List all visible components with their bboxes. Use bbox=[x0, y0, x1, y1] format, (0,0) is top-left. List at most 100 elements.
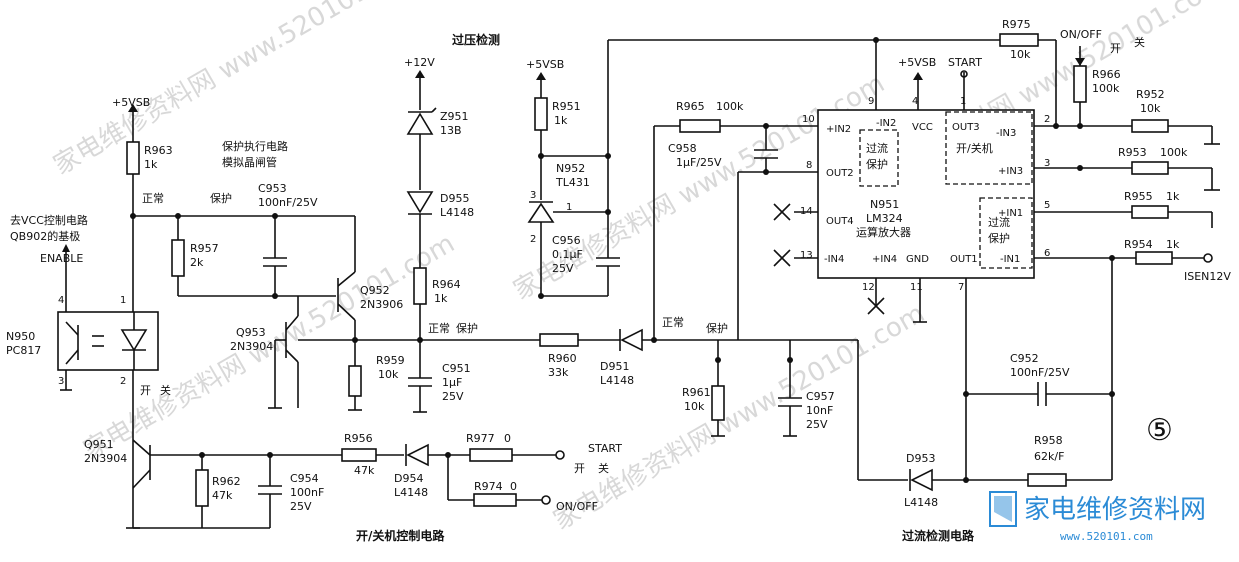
state-label: 保护 bbox=[456, 321, 478, 335]
component-value: 100nF/25V bbox=[258, 196, 318, 209]
component-name: D954 bbox=[394, 472, 423, 485]
state-label: 开 bbox=[574, 462, 585, 475]
component-name: R957 bbox=[190, 242, 219, 255]
figure-number: ⑤ bbox=[1146, 413, 1173, 448]
ic-pin-label: VCC bbox=[912, 122, 933, 133]
component-name: C954 bbox=[290, 472, 319, 485]
ic-pin-number: 8 bbox=[806, 160, 812, 171]
ic-pin-number: 1 bbox=[960, 96, 966, 107]
component-name: Z951 bbox=[440, 110, 469, 123]
component-name: R953 bbox=[1118, 146, 1147, 159]
pin-label: 1 bbox=[120, 295, 126, 306]
power-label: +12V bbox=[404, 56, 435, 69]
component-value: 100nF bbox=[290, 486, 324, 499]
component-name: R965 bbox=[676, 100, 705, 113]
component-value: L4148 bbox=[440, 206, 474, 219]
component-value: 100k bbox=[1160, 146, 1188, 159]
component-value: 100k bbox=[716, 100, 744, 113]
component-name: R977 bbox=[466, 432, 495, 445]
ic-pin-label: OUT3 bbox=[952, 122, 980, 133]
component-value: 0.1μF bbox=[552, 248, 583, 261]
ic-pin-number: 12 bbox=[862, 282, 875, 293]
ic-block-label: 过流 bbox=[866, 141, 888, 155]
ic-pin-label: OUT2 bbox=[826, 168, 854, 179]
ic-pin-label: +IN2 bbox=[826, 124, 851, 135]
power-label: +5VSB bbox=[898, 56, 936, 69]
component-value: L4148 bbox=[394, 486, 428, 499]
signal-label: ENABLE bbox=[40, 252, 83, 265]
component-name: C956 bbox=[552, 234, 581, 247]
signal-label: ON/OFF bbox=[556, 500, 598, 513]
ic-pin-label: -IN3 bbox=[996, 128, 1016, 139]
ic-block-label: 保护 bbox=[988, 231, 1010, 245]
state-label: 正常 bbox=[142, 192, 164, 205]
component-name: R964 bbox=[432, 278, 461, 291]
pin-label: 1 bbox=[566, 202, 572, 213]
state-label: 关 bbox=[160, 383, 171, 397]
logo-text: 家电维修资料网 bbox=[1024, 495, 1206, 525]
component-value: 10k bbox=[684, 400, 705, 413]
component-name: Q952 bbox=[360, 284, 390, 297]
section-label: 过流检测电路 bbox=[902, 528, 975, 543]
power-label: +5VSB bbox=[112, 96, 150, 109]
section-label: 模拟晶闸管 bbox=[222, 155, 277, 169]
ic-pin-label: GND bbox=[906, 254, 929, 265]
component-name: R963 bbox=[144, 144, 173, 157]
ic-block-label: 保护 bbox=[866, 157, 888, 171]
section-label: 开/关机控制电路 bbox=[356, 528, 445, 543]
state-label: 开 bbox=[1110, 42, 1121, 55]
ic-pin-label: -IN1 bbox=[1000, 254, 1020, 265]
state-label: 开 bbox=[140, 384, 151, 397]
component-name: C951 bbox=[442, 362, 471, 375]
component-value: 25V bbox=[290, 500, 312, 513]
component-name: Q953 bbox=[236, 326, 266, 339]
section-label: 过压检测 bbox=[452, 32, 500, 47]
component-name: R966 bbox=[1092, 68, 1121, 81]
watermark-text: 家电维修资料网 www.520101.com bbox=[49, 0, 430, 181]
ic-desc: 运算放大器 bbox=[856, 225, 911, 239]
component-value: 2N3904 bbox=[230, 340, 273, 353]
component-value: 10k bbox=[1140, 102, 1161, 115]
section-label: 保护执行电路 bbox=[222, 139, 288, 153]
component-name: R962 bbox=[212, 475, 241, 488]
component-value: 25V bbox=[552, 262, 574, 275]
component-value: 1μF bbox=[442, 376, 462, 389]
ic-pin-number: 10 bbox=[802, 114, 815, 125]
component-name: R974 bbox=[474, 480, 503, 493]
ic-block-label: 过流 bbox=[988, 215, 1010, 229]
section-label: 去VCC控制电路 bbox=[10, 213, 88, 227]
section-label: QB902的基极 bbox=[10, 229, 80, 243]
component-value: 47k bbox=[212, 489, 233, 502]
component-value: 13B bbox=[440, 124, 462, 137]
component-name: R955 bbox=[1124, 190, 1153, 203]
component-value: TL431 bbox=[555, 176, 590, 189]
component-value: 0 bbox=[510, 480, 517, 493]
ic-pin-label: -IN2 bbox=[876, 118, 896, 129]
component-value: 1μF/25V bbox=[676, 156, 722, 169]
component-value: L4148 bbox=[904, 496, 938, 509]
component-value: 33k bbox=[548, 366, 569, 379]
component-name: R961 bbox=[682, 386, 711, 399]
component-value: 10k bbox=[1010, 48, 1031, 61]
ic-pin-label: -IN4 bbox=[824, 254, 844, 265]
component-value: 62k/F bbox=[1034, 450, 1064, 463]
ic-lm324 bbox=[817, 109, 1035, 279]
component-name: R951 bbox=[552, 100, 581, 113]
component-name: R956 bbox=[344, 432, 373, 445]
ic-pin-label: +IN3 bbox=[998, 166, 1023, 177]
component-name: R960 bbox=[548, 352, 577, 365]
component-value: 1k bbox=[144, 158, 158, 171]
ic-pin-number: 4 bbox=[912, 96, 918, 107]
pin-label: 3 bbox=[58, 376, 64, 387]
ic-pin-number: 2 bbox=[1044, 114, 1050, 125]
component-name: R958 bbox=[1034, 434, 1063, 447]
site-logo: 家电维修资料网 www.520101.com bbox=[989, 491, 1206, 543]
component-name: C953 bbox=[258, 182, 287, 195]
component-value: L4148 bbox=[600, 374, 634, 387]
ic-pin-number: 3 bbox=[1044, 158, 1050, 169]
component-name: D955 bbox=[440, 192, 469, 205]
pin-label: 4 bbox=[58, 295, 64, 306]
ic-type: LM324 bbox=[866, 212, 903, 225]
signal-label: START bbox=[588, 442, 622, 455]
component-value: PC817 bbox=[6, 344, 41, 357]
